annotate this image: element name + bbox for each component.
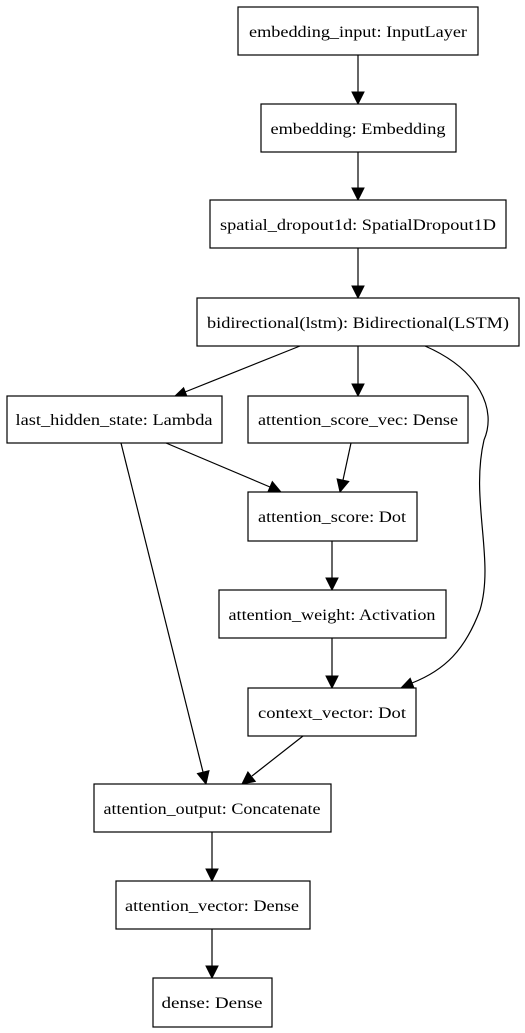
node-label: attention_score_vec: Dense — [258, 412, 458, 429]
node-embedding: embedding: Embedding — [260, 103, 457, 153]
edge-attention-output-to-attention-vector — [205, 832, 219, 883]
edge-bidirectional-lstm-to-last-hidden-state — [172, 345, 301, 400]
edge-spatial-dropout1d-to-bidirectional-lstm — [351, 248, 365, 300]
node-label: embedding_input: InputLayer — [249, 24, 468, 41]
node-label: attention_output: Concatenate — [104, 801, 321, 818]
node-label: attention_score: Dot — [258, 509, 407, 526]
node-label: attention_vector: Dense — [125, 898, 299, 915]
node-label: bidirectional(lstm): Bidirectional(LSTM) — [207, 315, 509, 332]
edge-embedding-to-spatial-dropout1d — [351, 152, 365, 202]
edge-attention-score-vec-to-attention-score — [336, 442, 352, 494]
edge-bidirectional-lstm-to-attention-score-vec — [351, 346, 365, 398]
node-label: embedding: Embedding — [271, 121, 446, 138]
edge-last-hidden-state-to-attention-output — [120, 442, 210, 786]
node-bidirectional-lstm: bidirectional(lstm): Bidirectional(LSTM) — [196, 297, 520, 347]
edge-embedding-input-to-embedding — [351, 55, 365, 106]
node-last-hidden-state: last_hidden_state: Lambda — [6, 395, 223, 444]
edge-attention-score-to-attention-weight — [325, 541, 339, 592]
node-label: spatial_dropout1d: SpatialDropout1D — [220, 217, 496, 234]
node-spatial-dropout1d: spatial_dropout1d: SpatialDropout1D — [209, 199, 507, 249]
node-label: attention_weight: Activation — [229, 607, 436, 624]
node-dense: dense: Dense — [152, 977, 273, 1028]
node-attention-vector: attention_vector: Dense — [115, 880, 311, 930]
node-attention-output: attention_output: Concatenate — [93, 783, 332, 833]
node-attention-score-vec: attention_score_vec: Dense — [247, 395, 469, 444]
node-attention-weight: attention_weight: Activation — [218, 589, 447, 639]
edge-bidirectional-lstm-to-context-vector — [399, 345, 489, 691]
node-label: last_hidden_state: Lambda — [16, 412, 213, 429]
node-context-vector: context_vector: Dot — [247, 687, 417, 737]
node-label: dense: Dense — [162, 995, 263, 1012]
node-label: context_vector: Dot — [258, 705, 407, 722]
node-attention-score: attention_score: Dot — [247, 491, 418, 542]
node-embedding-input: embedding_input: InputLayer — [237, 6, 479, 56]
nodes: embedding_input: InputLayer embedding: E… — [6, 6, 520, 1028]
edge-attention-vector-to-dense — [205, 929, 219, 980]
edge-last-hidden-state-to-attention-score — [165, 442, 283, 494]
edge-context-vector-to-attention-output — [241, 735, 304, 785]
edge-attention-weight-to-context-vector — [325, 638, 339, 690]
